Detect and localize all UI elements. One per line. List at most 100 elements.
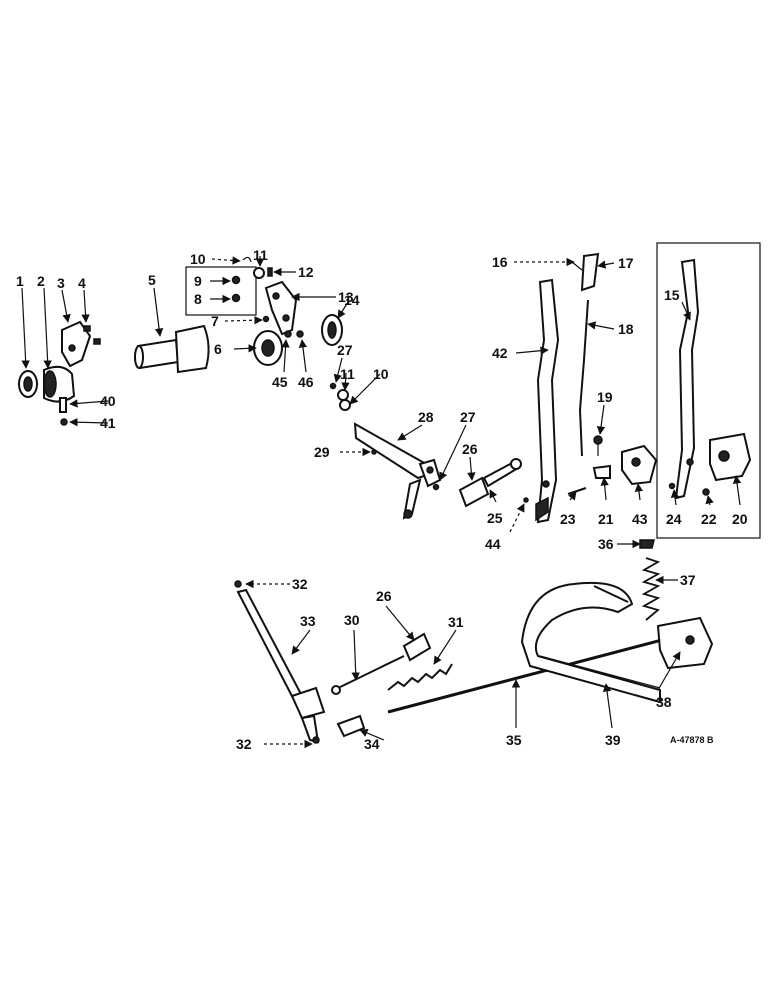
callout-1: 1 (16, 273, 24, 289)
part-16-pin (571, 261, 583, 271)
callout-2: 2 (37, 273, 45, 289)
callout-16: 16 (492, 254, 508, 270)
callout-36: 36 (598, 536, 614, 552)
callout-23: 23 (560, 511, 576, 527)
callout-labels: 1 2 3 4 5 6 7 8 9 10 10 11 11 12 13 14 1… (16, 247, 748, 752)
callout-7: 7 (211, 313, 219, 329)
callout-11: 11 (253, 247, 268, 263)
part-3-bracket (61, 320, 92, 368)
callout-35: 35 (506, 732, 522, 748)
callout-21: 21 (598, 511, 614, 527)
part-27b-nut (432, 483, 440, 491)
callout-26: 26 (462, 441, 478, 457)
part-22-nut (702, 488, 710, 496)
callout-33: 33 (300, 613, 316, 629)
part-40-pin (59, 397, 67, 413)
part-32-nut (234, 580, 242, 588)
callout-32: 32 (292, 576, 308, 592)
part-38-bracket (656, 616, 714, 670)
part-20-bracket (709, 432, 752, 482)
part-11-washer (253, 267, 265, 279)
callout-3: 3 (57, 275, 65, 291)
callout-8: 8 (194, 291, 202, 307)
part-18-rod (578, 299, 589, 457)
part-21-plate (592, 464, 611, 479)
part-44-pin (523, 497, 529, 503)
part-19-bolt (593, 435, 603, 456)
callout-17: 17 (618, 255, 634, 271)
part-8-nut (231, 293, 241, 303)
callout-46: 46 (298, 374, 314, 390)
callout-32b: 32 (236, 736, 252, 752)
inset-box-8-9 (185, 266, 257, 316)
part-45-washer (284, 330, 292, 338)
callout-10: 10 (190, 251, 206, 267)
callout-10b: 10 (373, 366, 389, 382)
part-43-bracket (621, 444, 658, 486)
part-13-arm (264, 280, 298, 336)
callout-6: 6 (214, 341, 222, 357)
part-15-lever (674, 258, 700, 500)
part-2-housing (43, 365, 76, 403)
part-9-bolt (231, 275, 241, 285)
callout-38: 38 (656, 694, 672, 710)
callout-9: 9 (194, 273, 202, 289)
callout-30: 30 (344, 612, 360, 628)
drawing-code: A-47878 B (670, 735, 714, 745)
callout-19: 19 (597, 389, 613, 405)
callout-29: 29 (314, 444, 330, 460)
part-30-rod (331, 655, 405, 695)
part-23-spring (567, 487, 587, 495)
callout-5: 5 (148, 272, 156, 288)
callout-43: 43 (632, 511, 648, 527)
part-31-spring (387, 663, 453, 691)
part-26-clevis (458, 458, 522, 508)
part-14-ring (321, 314, 343, 346)
callout-20: 20 (732, 511, 748, 527)
part-27-nut (329, 382, 337, 390)
part-11b-washer (337, 389, 349, 401)
part-5-shaft (134, 324, 210, 374)
callout-45: 45 (272, 374, 288, 390)
callout-25: 25 (487, 510, 503, 526)
part-4b-pin (93, 338, 101, 345)
callout-26b: 26 (376, 588, 392, 604)
callout-18: 18 (618, 321, 634, 337)
part-39-pedal (520, 581, 661, 704)
part-7-pin (262, 315, 270, 323)
callout-14: 14 (344, 292, 360, 308)
part-46-nut (296, 330, 304, 338)
callout-12: 12 (298, 264, 314, 280)
part-26b-clevis (402, 632, 432, 662)
part-36-clip (639, 539, 655, 549)
callout-31: 31 (448, 614, 464, 630)
part-10-clip (242, 256, 252, 263)
part-12-pin (267, 267, 273, 277)
leader-lines (21, 256, 742, 749)
part-28-rockshaft (353, 422, 442, 520)
part-34-yoke (336, 714, 366, 738)
callout-27b: 27 (460, 409, 476, 425)
callout-11b: 11 (340, 366, 355, 382)
callout-27: 27 (337, 342, 353, 358)
part-41-screw (60, 418, 68, 426)
callout-44: 44 (485, 536, 501, 552)
callout-37: 37 (680, 572, 696, 588)
callout-13: 13 (338, 289, 354, 305)
callout-4: 4 (78, 275, 86, 291)
callout-39: 39 (605, 732, 621, 748)
part-6-flange (253, 330, 283, 366)
part-10b-ring (339, 399, 351, 411)
part-17-handle (580, 252, 600, 292)
callout-41: 41 (100, 415, 116, 431)
part-35-rod (387, 628, 701, 714)
part-37-spring (641, 557, 661, 621)
callout-24: 24 (666, 511, 682, 527)
callout-15: 15 (664, 287, 680, 303)
part-29-pin (371, 449, 377, 455)
callout-34: 34 (364, 736, 380, 752)
callout-42: 42 (492, 345, 508, 361)
part-24-pin (668, 482, 676, 490)
part-1-seal (18, 370, 38, 398)
